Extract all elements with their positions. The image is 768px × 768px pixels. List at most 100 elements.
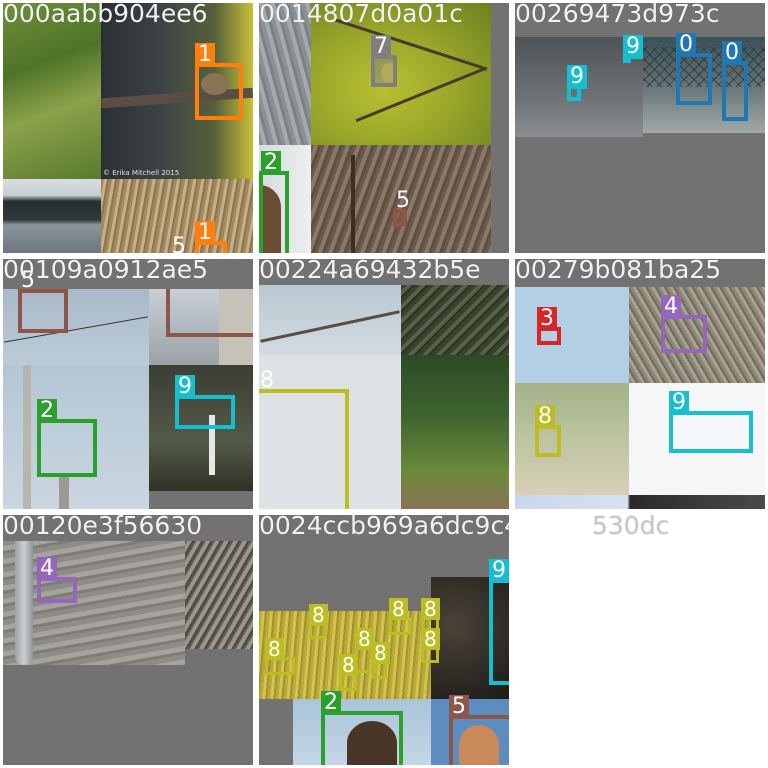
detection-box: 8 — [259, 369, 349, 509]
detection-box: 0 — [676, 33, 712, 105]
detection-box: 2 — [37, 399, 97, 477]
tile-title: 00279b081ba25 — [515, 259, 722, 284]
tile-title: 00109a0912ae5 — [3, 259, 209, 284]
detection-label: 9 — [669, 391, 689, 415]
photo-fence-brush — [311, 145, 491, 253]
detection-label: 8 — [309, 604, 328, 626]
detection-label: 9 — [489, 559, 509, 583]
detection-box: 1 — [195, 43, 243, 120]
detection-box: 9 — [669, 391, 753, 453]
tile-title: 0024ccb969a6dc9c4b43875 — [259, 515, 509, 540]
tile-title-overflow: 530dc — [592, 511, 670, 540]
mosaic-tile: 3 4 8 9 00279b081ba25 — [515, 259, 765, 509]
detection-label: 5 — [172, 234, 186, 254]
detection-label: 1 — [195, 43, 215, 67]
detection-label: 9 — [567, 65, 587, 89]
detection-box: 0 — [722, 41, 748, 121]
mosaic-tile: 7 2 5 0014807d0a01c — [259, 3, 509, 253]
detection-label: 8 — [265, 638, 284, 660]
photo-green-foliage — [3, 3, 101, 179]
detection-label: 1 — [195, 221, 215, 245]
detection-box: 8 — [371, 642, 390, 679]
detection-box: 2 — [259, 151, 289, 253]
photo-gravel-grass — [629, 287, 765, 383]
mosaic-tile: 5 2 9 00109a0912ae5 — [3, 259, 253, 509]
photo-bottom-strip — [515, 495, 765, 509]
photo-yellow-bird-tree — [311, 3, 491, 145]
detection-label: 5 — [396, 188, 410, 213]
photo-sky-wire — [3, 289, 149, 365]
detection-box: 9 — [489, 559, 509, 685]
detection-label: 8 — [535, 405, 555, 429]
detection-box: 9 — [567, 65, 587, 101]
detection-box: 8 — [339, 654, 358, 691]
tile-title: 00269473d973c — [515, 3, 720, 28]
detection-label: 9 — [175, 375, 195, 399]
photo-dry-grass — [101, 179, 253, 253]
detection-box: 4 — [37, 557, 77, 603]
tile-title: 00120e3f56630 — [3, 515, 203, 540]
detection-label: 9 — [623, 35, 643, 59]
detection-label: 4 — [37, 557, 57, 581]
photo-bare-branches — [185, 541, 253, 649]
mosaic-tile: 9 8 8 8 8 8 8 8 8 2 5 0024ccb96 — [259, 515, 509, 765]
photo-reed-marsh — [515, 383, 629, 495]
photo-osprey-snag — [3, 365, 149, 509]
photo-branches-sky — [259, 285, 401, 355]
detection-label: 3 — [537, 307, 557, 331]
detection-box: 1 — [195, 221, 227, 253]
detection-box: 5 — [449, 695, 509, 765]
mosaic-tile: © Erika Mitchell 2015 1 1 5 000aabb904ee… — [3, 3, 253, 253]
photo-gray-rock — [259, 3, 311, 145]
photo-bird-blue-sky — [431, 699, 509, 765]
photo-pale-sky — [259, 355, 401, 509]
detection-label: 2 — [321, 691, 341, 715]
photo-dark-rocks — [431, 577, 509, 699]
detection-label: 8 — [355, 628, 374, 650]
mosaic-tile: 9 0 0 9 00269473d973c — [515, 3, 765, 253]
photo-blue-sky — [515, 287, 629, 383]
detection-box: 3 — [537, 307, 561, 345]
detection-box: 8 — [535, 405, 561, 457]
detection-box: 8 — [421, 598, 440, 633]
detection-label: 5 — [21, 268, 35, 293]
detection-box: 8 — [421, 628, 440, 663]
detection-box: 5 — [393, 189, 410, 227]
photo-lake-mountain — [3, 179, 101, 253]
detection-label: 2 — [37, 399, 57, 423]
mosaic-tile: 8 00224a69432b5e — [259, 259, 509, 509]
photo-dark-foliage — [401, 285, 509, 355]
detection-label: 4 — [661, 295, 681, 319]
detection-box: 8 — [265, 638, 295, 675]
detection-label: 8 — [339, 654, 358, 676]
photo-watermark: © Erika Mitchell 2015 — [103, 169, 180, 177]
mosaic-tile: 4 00120e3f56630 — [3, 515, 253, 765]
detection-label: 0 — [722, 41, 742, 65]
tile-title: 0014807d0a01c — [259, 3, 463, 28]
detection-label: 2 — [261, 151, 281, 175]
detection-label: 8 — [260, 368, 274, 393]
detection-label: 0 — [676, 33, 696, 57]
detection-box: 8 — [309, 604, 328, 639]
detection-box: 2 — [321, 691, 403, 765]
detection-label: 8 — [389, 598, 408, 620]
tile-title: 000aabb904ee6 — [3, 3, 208, 28]
detection-box — [166, 289, 253, 337]
detection-box: 4 — [661, 295, 707, 353]
photo-bird-on-branch — [100, 3, 253, 179]
detection-box: 8 — [389, 598, 411, 635]
detection-box: 7 — [371, 35, 397, 87]
detection-label: 8 — [421, 598, 440, 620]
photo-bright-water — [629, 383, 765, 495]
detection-label: 7 — [371, 35, 391, 59]
tile-title: 00224a69432b5e — [259, 259, 481, 284]
detection-box: 9 — [623, 35, 643, 63]
detection-label: 8 — [371, 642, 390, 664]
photo-hawk-sky — [293, 699, 431, 765]
photo-green-field — [401, 355, 509, 509]
detection-box: 5 — [18, 269, 68, 333]
detection-label: 5 — [449, 695, 469, 719]
photo-paved-ground — [3, 541, 185, 665]
detection-box: 9 — [175, 375, 235, 429]
